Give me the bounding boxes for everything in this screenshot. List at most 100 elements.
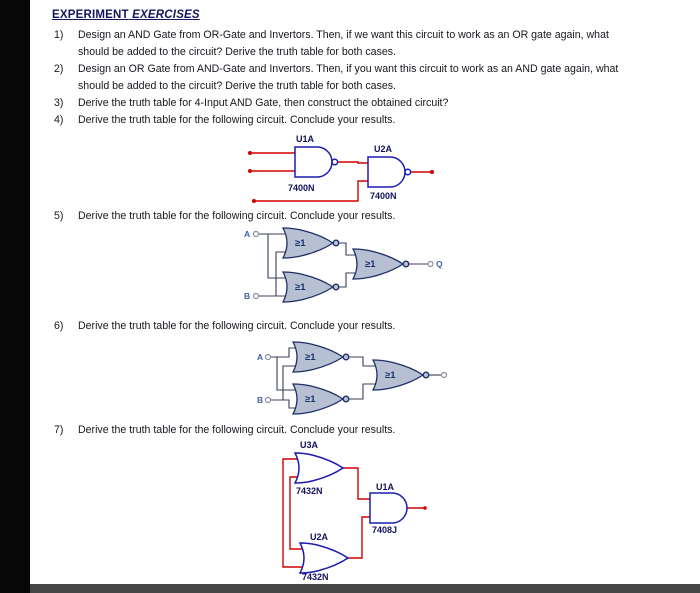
page-title: EXPERIMENT EXERCISES xyxy=(52,9,200,21)
output-terminal xyxy=(440,371,448,379)
exercise-line: Derive the truth table for the following… xyxy=(78,424,396,436)
wires xyxy=(258,233,428,297)
or-gate-icon xyxy=(298,542,350,574)
exercise-text: Derive the truth table for the following… xyxy=(78,112,679,129)
wire xyxy=(276,357,298,391)
exercise-number: 6) xyxy=(54,320,64,332)
inverter-bubble-icon xyxy=(402,260,410,268)
gate-part-label: 7432N xyxy=(296,486,323,496)
exercise-text: Derive the truth table for 4-Input AND G… xyxy=(78,95,679,112)
wire xyxy=(343,467,370,500)
exercise-line: Design an AND Gate from OR-Gate and Inve… xyxy=(78,29,609,41)
inverter-bubble-icon xyxy=(422,371,430,379)
or-symbol-label: ≥1 xyxy=(385,370,396,381)
wire xyxy=(289,476,304,550)
wire xyxy=(254,180,368,202)
exercise-item-1: 1) Design an AND Gate from OR-Gate and I… xyxy=(54,27,679,61)
or-gate-icon xyxy=(293,452,345,484)
wires xyxy=(282,458,427,568)
exercise-line: should be added to the circuit? Derive t… xyxy=(78,46,397,58)
wire-endpoint xyxy=(248,151,252,155)
exercise-item-7: 7) Derive the truth table for the follow… xyxy=(54,422,679,439)
input-terminal xyxy=(264,353,272,361)
circuit-diagram-7: U3A 7432N U1A 7408J U2A 7432N xyxy=(282,440,427,582)
exercise-number: 5) xyxy=(54,210,64,222)
wire xyxy=(348,516,370,559)
or-symbol-label: ≥1 xyxy=(295,282,306,293)
title-part-1: EXPERIMENT xyxy=(52,9,129,21)
exercise-line: Derive the truth table for the following… xyxy=(78,210,396,222)
wire xyxy=(282,365,298,400)
exercise-line: should be added to the circuit? Derive t… xyxy=(78,80,397,92)
wire xyxy=(267,234,288,279)
exercise-text: Design an OR Gate from AND-Gate and Inve… xyxy=(78,61,679,95)
input-label-b: B xyxy=(257,395,263,405)
wires xyxy=(248,151,434,203)
nand-gate-icon xyxy=(367,156,412,188)
gate-part-label: 7400N xyxy=(370,191,397,201)
gate-part-label: 7408J xyxy=(372,525,397,535)
wire xyxy=(275,251,288,296)
wire xyxy=(338,161,368,164)
wire-endpoint xyxy=(423,506,427,510)
exercise-number: 7) xyxy=(54,424,64,436)
exercise-text: Derive the truth table for the following… xyxy=(78,208,679,225)
gate-ref-label: U2A xyxy=(310,532,329,542)
nand-gate-icon xyxy=(294,146,339,178)
exercise-item-6: 6) Derive the truth table for the follow… xyxy=(54,318,679,335)
exercise-text: Derive the truth table for the following… xyxy=(78,422,679,439)
inverter-bubble-icon xyxy=(331,158,339,166)
wire-endpoint xyxy=(252,199,256,203)
gate-ref-label: U1A xyxy=(376,482,395,492)
or-symbol-label: ≥1 xyxy=(365,259,376,270)
gate-part-label: 7432N xyxy=(302,572,329,582)
inverter-bubble-icon xyxy=(342,353,350,361)
exercise-item-5: 5) Derive the truth table for the follow… xyxy=(54,208,679,225)
nor-gate-icon xyxy=(371,359,430,391)
wire xyxy=(271,399,298,409)
nor-gate-icon xyxy=(281,227,340,259)
inverter-bubble-icon xyxy=(342,395,350,403)
wire xyxy=(349,383,378,400)
gate-ref-label: U3A xyxy=(300,440,319,450)
input-terminal xyxy=(252,230,260,238)
nor-gate-icon xyxy=(281,271,340,303)
or-symbol-label: ≥1 xyxy=(305,352,316,363)
input-terminal xyxy=(264,396,272,404)
exercise-item-3: 3) Derive the truth table for 4-Input AN… xyxy=(54,95,679,112)
gate-part-label: 7400N xyxy=(288,183,315,193)
nor-gate-icon xyxy=(291,383,350,415)
wire xyxy=(349,356,378,367)
wire xyxy=(282,458,304,568)
input-label-a: A xyxy=(257,352,263,362)
viewer-sidebar xyxy=(0,0,30,593)
or-symbol-label: ≥1 xyxy=(295,238,306,249)
gate-ref-label: U1A xyxy=(296,134,315,144)
exercise-line: Derive the truth table for 4-Input AND G… xyxy=(78,97,449,109)
exercise-number: 4) xyxy=(54,114,64,126)
circuit-diagram-4: U1A 7400N U2A 7400N xyxy=(248,134,434,203)
viewer-bottom-bar xyxy=(30,584,700,593)
wire xyxy=(339,242,358,256)
exercise-line: Derive the truth table for the following… xyxy=(78,320,396,332)
exercise-number: 2) xyxy=(54,63,64,75)
wire-endpoint xyxy=(430,170,434,174)
exercise-text: Derive the truth table for the following… xyxy=(78,318,679,335)
exercise-number: 1) xyxy=(54,29,64,41)
nor-gate-icon xyxy=(351,248,410,280)
exercise-line: Design an OR Gate from AND-Gate and Inve… xyxy=(78,63,619,75)
exercise-text: Design an AND Gate from OR-Gate and Inve… xyxy=(78,27,679,61)
nor-gate-icon xyxy=(291,341,350,373)
wires xyxy=(271,347,441,409)
exercise-item-2: 2) Design an OR Gate from AND-Gate and I… xyxy=(54,61,679,95)
gate-ref-label: U2A xyxy=(374,144,393,154)
exercise-item-4: 4) Derive the truth table for the follow… xyxy=(54,112,679,129)
input-label-a: A xyxy=(244,229,250,239)
input-label-b: B xyxy=(244,291,250,301)
exercise-number: 3) xyxy=(54,97,64,109)
circuit-diagram-6: ≥1 ≥1 ≥1 A B xyxy=(257,341,448,415)
exercise-line: Derive the truth table for the following… xyxy=(78,114,396,126)
inverter-bubble-icon xyxy=(332,283,340,291)
output-terminal xyxy=(427,260,434,268)
